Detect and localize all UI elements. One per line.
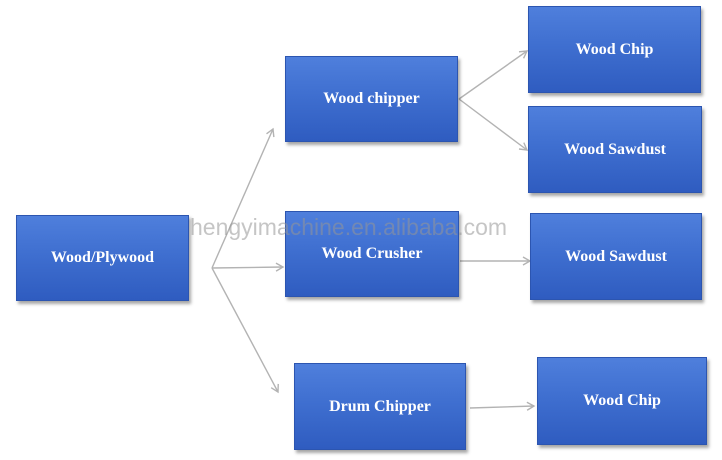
- arrow-source-to-drum-chipper: [211, 267, 279, 394]
- arrow-drum-chipper-to-wood-chip: [469, 401, 536, 411]
- output-box-label: Wood Chip: [575, 41, 654, 58]
- arrow-wood-chipper-to-wood-sawdust: [458, 98, 529, 151]
- watermark-text: hengyimachine.en.alibaba.com: [190, 214, 508, 240]
- machine-box-wood-chipper: Wood chipper: [285, 56, 458, 142]
- arrow-source-to-wood-chipper: [211, 127, 275, 269]
- source-box-wood-plywood: Wood/Plywood: [16, 215, 189, 301]
- output-box-wood-chip-2: Wood Chip: [537, 357, 707, 445]
- output-box-label: Wood Chip: [583, 392, 661, 409]
- machine-box-label: Drum Chipper: [329, 397, 431, 415]
- arrow-source-to-wood-crusher: [211, 262, 285, 272]
- output-box-wood-chip-1: Wood Chip: [528, 6, 701, 93]
- machine-box-drum-chipper: Drum Chipper: [294, 363, 466, 450]
- output-box-label: Wood Sawdust: [565, 247, 667, 265]
- output-box-wood-sawdust-1: Wood Sawdust: [528, 106, 702, 193]
- output-box-label: Wood Sawdust: [564, 140, 666, 158]
- source-box-label: Wood/Plywood: [50, 249, 155, 266]
- machine-box-label: Wood Crusher: [321, 245, 423, 262]
- machine-box-label: Wood chipper: [323, 90, 420, 107]
- machine-box-wood-crusher: Wood Crusher: [285, 211, 459, 297]
- arrow-wood-chipper-to-wood-chip: [458, 50, 529, 100]
- output-box-wood-sawdust-2: Wood Sawdust: [530, 213, 702, 300]
